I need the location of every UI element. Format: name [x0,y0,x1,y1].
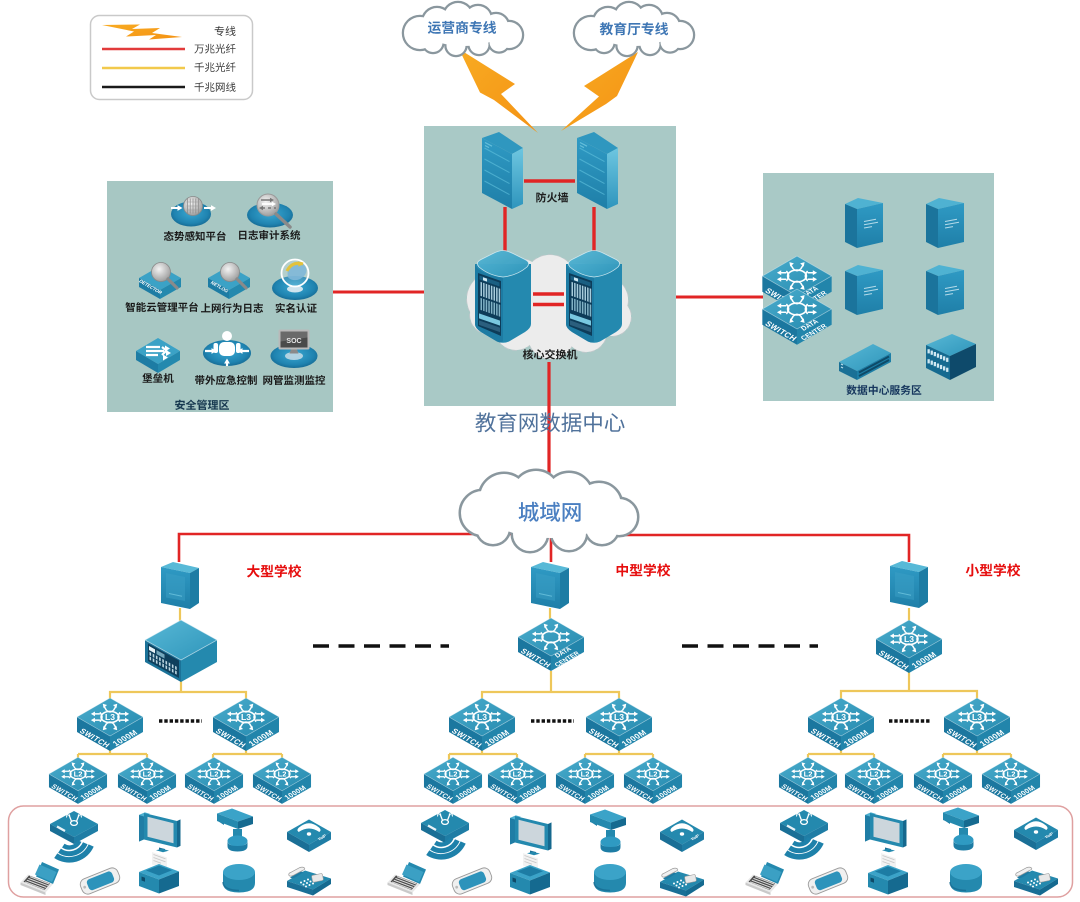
svg-text:L3: L3 [836,712,846,722]
svg-text:L3: L3 [904,634,914,644]
svg-text:L2: L2 [649,770,658,779]
svg-text:L3: L3 [241,712,251,722]
svg-text:L2: L2 [513,770,522,779]
svg-text:VoIP: VoIP [317,833,327,842]
svg-text:L2: L2 [581,770,590,779]
svg-text:L2: L2 [449,770,458,779]
svg-text:L3: L3 [614,712,624,722]
svg-text:L2: L2 [870,770,879,779]
svg-text:VoIP: VoIP [690,833,700,842]
svg-text:L2: L2 [210,770,219,779]
svg-text:L3: L3 [477,712,487,722]
svg-text:VoIP: VoIP [1044,831,1054,840]
svg-text:L2: L2 [74,770,83,779]
svg-text:L3: L3 [105,712,115,722]
svg-text:L2: L2 [939,770,948,779]
svg-text:L2: L2 [804,770,813,779]
svg-text:L2: L2 [143,770,152,779]
svg-text:L3: L3 [972,712,982,722]
svg-text:SOC: SOC [286,338,301,345]
svg-text:L2: L2 [1007,770,1016,779]
svg-text:L2: L2 [278,770,287,779]
